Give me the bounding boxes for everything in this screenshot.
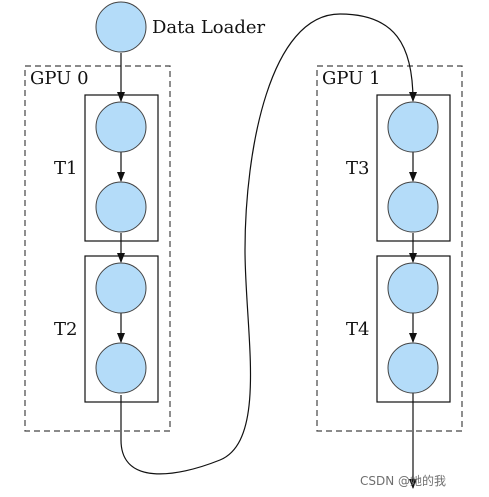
node-data-loader [95, 1, 147, 53]
node-t2-a [95, 262, 147, 314]
node-t4-b [387, 342, 439, 394]
node-t1-a [95, 101, 147, 153]
node-t3-a [387, 101, 439, 153]
gpu1-label: GPU 1 [322, 68, 381, 89]
t3-label: T3 [346, 158, 369, 179]
gpu0-container [24, 65, 171, 432]
t4-label: T4 [346, 319, 369, 340]
data-loader-label: Data Loader [152, 17, 266, 38]
t1-label: T1 [54, 158, 77, 179]
node-t3-b [387, 181, 439, 233]
watermark: CSDN @她的我 [360, 473, 446, 488]
t2-label: T2 [54, 319, 77, 340]
gpu0-label: GPU 0 [30, 68, 89, 89]
edge-gpu0-to-gpu1 [120, 13, 417, 475]
gpu1-container [316, 65, 463, 432]
node-t4-a [387, 262, 439, 314]
edge-loader-to-gpu1 [152, 26, 250, 471]
node-t1-b [95, 181, 147, 233]
node-t2-b [95, 342, 147, 394]
